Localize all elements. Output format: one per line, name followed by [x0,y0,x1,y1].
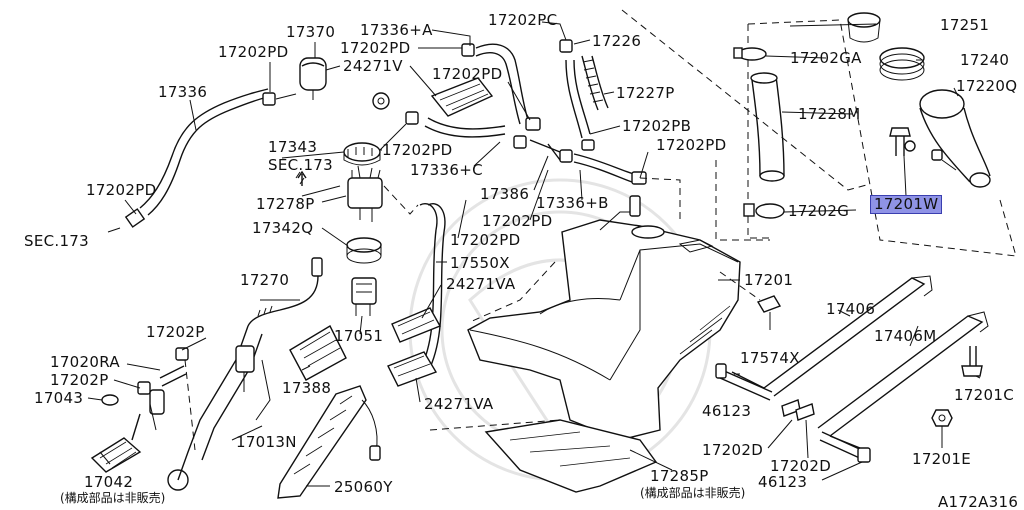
note-not-sold-separately: (構成部品は非販売) [60,491,166,505]
cover-17388 [289,325,347,381]
label-17201: 17201 [744,271,794,289]
label-17202PD: 17202PD [86,181,157,199]
note-not-sold-separately: (構成部品は非販売) [640,486,746,500]
lock-ring-17343 [343,142,381,166]
grommet-17240 [879,47,925,81]
filler-neck-17220Q [919,89,991,188]
protector-25060Y [277,385,381,499]
label-17386: 17386 [480,185,530,203]
hose-17336C [405,111,506,138]
label-25060Y: 25060Y [334,478,393,496]
label-17202P: 17202P [50,371,109,389]
leader-lines [87,21,981,487]
connector-17386 [513,135,595,163]
label-17228M: 17228M [798,105,861,123]
label-24271V: 24271V [343,57,403,75]
label-17343: 17343 [268,138,318,156]
label-17202G: 17202G [788,202,850,220]
label-17336A: 17336+A [360,21,433,39]
bolt-17201C [961,346,983,377]
label-sec-173: SEC.173 [24,232,89,250]
canister-17370 [299,57,341,100]
label-17202PD: 17202PD [382,141,453,159]
label-17574X: 17574X [740,349,800,367]
label-17278P: 17278P [256,195,315,213]
label-17550X: 17550X [450,254,510,272]
label-17013N: 17013N [236,433,297,451]
hose-17228M [750,72,785,182]
filter-17042 [90,437,142,473]
label-24271VA: 24271VA [424,395,494,413]
label-17042: 17042 [84,473,134,491]
bracket-17013N [167,325,271,491]
label-17202PC: 17202PC [488,11,558,29]
label-17227P: 17227P [616,84,675,102]
label-17251: 17251 [940,16,990,34]
label-17202PD: 17202PD [340,39,411,57]
strap-17406 [731,275,933,397]
ring-17342Q [346,237,382,264]
label-17202PB: 17202PB [622,117,692,135]
diagram-id: A172A316 [938,493,1019,510]
label-17201C: 17201C [954,386,1014,404]
small-parts-left [101,347,189,441]
pipe-17226 [559,39,591,139]
protector-17285P [484,419,658,493]
label-17270: 17270 [240,271,290,289]
label-17202PD: 17202PD [432,65,503,83]
label-17202D: 17202D [702,441,764,459]
hose-17336 [107,88,273,233]
label-17202PD: 17202PD [218,43,289,61]
label-17285P: 17285P [650,467,709,485]
harness-17270 [247,257,323,327]
label-17020RA: 17020RA [50,353,120,371]
label-17202P: 17202P [146,323,205,341]
label-17226: 17226 [592,32,642,50]
label-17336: 17336 [158,83,208,101]
label-17202PD: 17202PD [482,212,553,230]
clip-17202G [743,203,785,219]
label-17406: 17406 [826,300,876,318]
clip-17202PD-left [262,92,297,106]
label-17336B: 17336+B [536,194,609,212]
label-17202GA: 17202GA [790,49,862,67]
label-17051: 17051 [334,327,384,345]
label-46123: 46123 [758,473,808,491]
label-17043: 17043 [34,389,84,407]
label-17202D: 17202D [770,457,832,475]
label-17342Q: 17342Q [252,219,314,237]
seal-17251 [847,12,881,43]
shield-24271VA [387,307,441,387]
label-sec-173: SEC.173 [268,156,333,174]
label-17240: 17240 [960,51,1010,69]
bolts-46123 [715,363,871,463]
corrugated-tube-17227P [581,55,609,111]
clip-17202GA [733,47,767,61]
label-24271VA: 24271VA [446,275,516,293]
label-46123: 46123 [702,402,752,420]
label-17388: 17388 [282,379,332,397]
hose-17336A [461,43,541,131]
label-17370: 17370 [286,23,336,41]
label-17336C: 17336+C [410,161,483,179]
label-17220Q: 17220Q [956,77,1018,95]
pump-17051 [351,277,377,316]
label-17201W-highlighted[interactable]: 17201W [870,195,943,214]
label-17202PD: 17202PD [656,136,727,154]
shield-24271V [430,77,494,117]
bolt-17201W [889,127,916,156]
label-17202PD: 17202PD [450,231,521,249]
sender-unit-17278P [347,165,446,233]
label-17201E: 17201E [912,450,971,468]
hose-17336B [573,153,647,185]
fuel-tank-17201 [467,195,741,441]
label-17406M: 17406M [874,327,937,345]
nut-17201E [931,409,953,427]
